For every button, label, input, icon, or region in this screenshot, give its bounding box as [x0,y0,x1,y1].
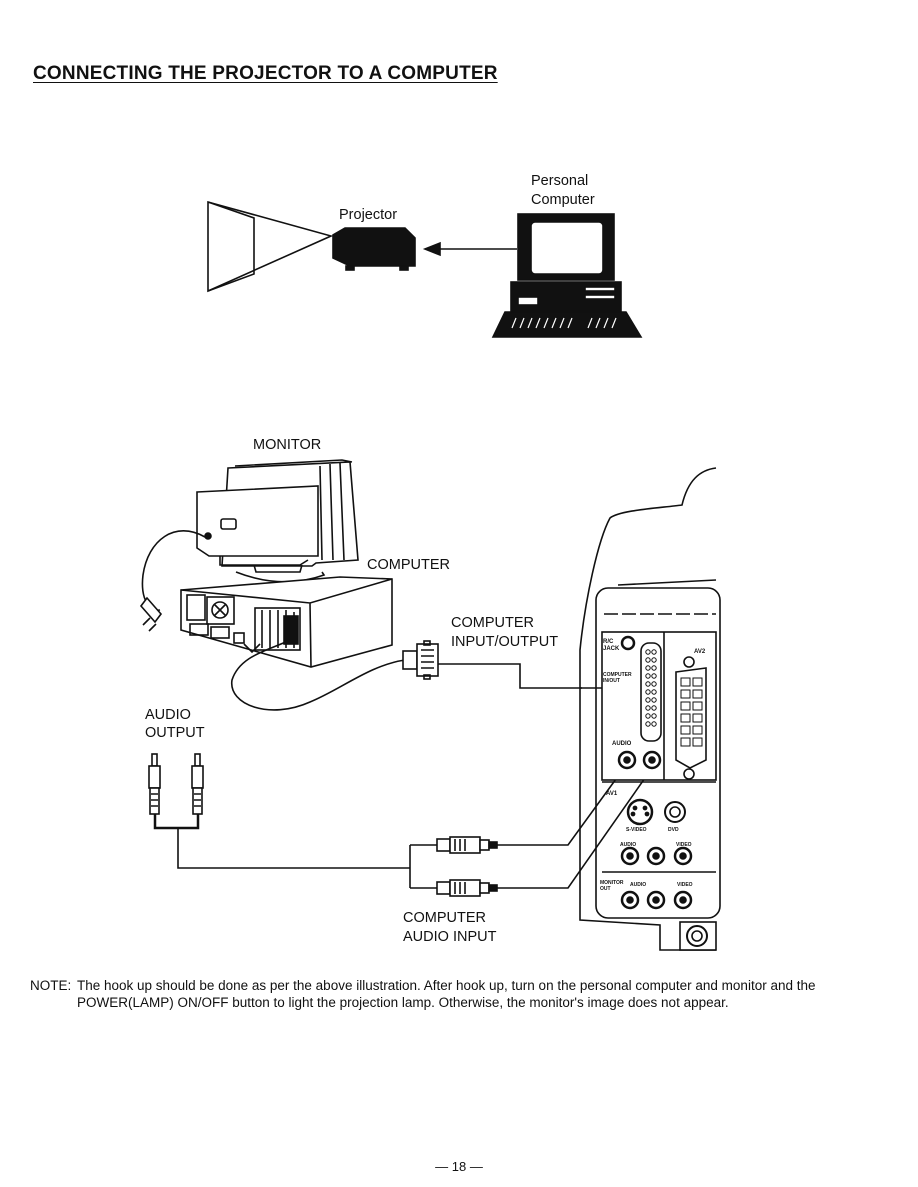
io-label-line2: INPUT/OUTPUT [451,634,559,650]
audio-output-plugs [148,753,437,889]
svg-text:COMPUTER: COMPUTER [603,672,632,678]
note-block: NOTE: The hook up should be done as per … [30,977,840,1011]
projection-screen [207,200,334,293]
audio-input-plugs [436,767,653,897]
vga-cable [231,639,582,711]
svg-text:AV2: AV2 [694,649,706,655]
computer-case-image [180,576,393,668]
svg-text:VIDEO: VIDEO [677,882,693,888]
svg-text:AV1: AV1 [606,791,618,797]
projector-label: Projector [339,207,398,223]
signal-arrow [422,241,517,257]
svg-text:MONITOR: MONITOR [600,880,624,886]
svg-text:JACK: JACK [603,646,620,652]
note-prefix: NOTE: [30,978,72,993]
note-text: The hook up should be done as per the ab… [77,978,816,1010]
computer-label: COMPUTER [367,557,450,573]
audio-output-label-line2: OUTPUT [145,725,205,741]
svg-text:AUDIO: AUDIO [620,842,636,848]
svg-text:IN/OUT: IN/OUT [603,678,620,684]
svg-text:VIDEO: VIDEO [676,842,692,848]
projector-rear-panel: R/C JACK COMPUTER IN/OUT AV2 [579,467,721,951]
page-title: CONNECTING THE PROJECTOR TO A COMPUTER [33,63,498,84]
svg-text:S-VIDEO: S-VIDEO [626,827,647,833]
pc-label-line2: Computer [531,192,595,208]
monitor-image [196,459,359,583]
page-number: — 18 — [435,1159,483,1174]
audio-output-label-line1: AUDIO [145,707,191,723]
svg-text:OUT: OUT [600,886,611,892]
vga-connector [402,640,439,680]
io-label-line1: COMPUTER [451,615,534,631]
audio-input-label-line2: AUDIO INPUT [403,929,497,945]
monitor-label: MONITOR [253,437,322,453]
power-cord [139,530,206,632]
svg-text:R/C: R/C [603,639,614,645]
svg-text:AUDIO: AUDIO [630,882,646,888]
svg-text:AUDIO: AUDIO [612,741,632,747]
pc-label-line1: Personal [531,173,589,189]
audio-input-label-line1: COMPUTER [403,910,486,926]
projector-image [332,227,416,271]
svg-text:DVD: DVD [668,827,679,833]
personal-computer-image [491,213,643,338]
